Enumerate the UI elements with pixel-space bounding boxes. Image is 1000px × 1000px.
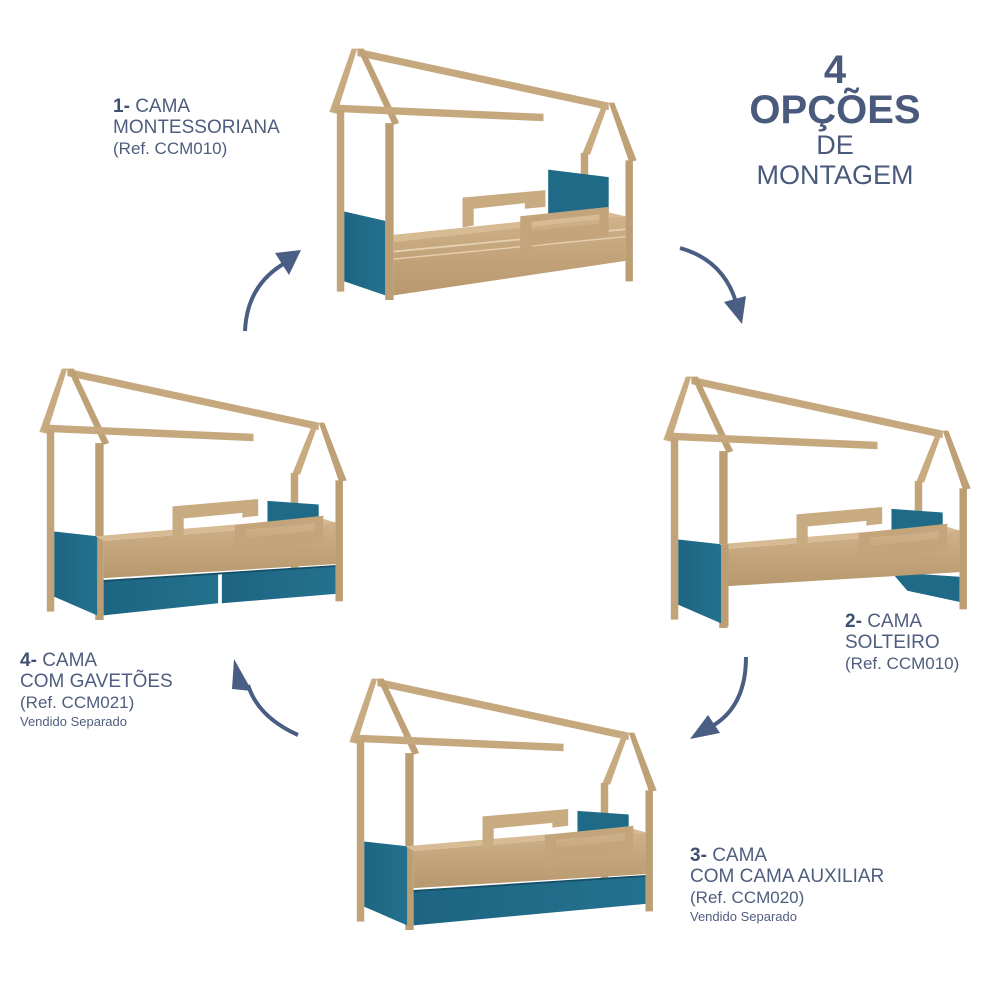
- title-de: DE: [816, 130, 854, 160]
- option-4-name-line2: COM GAVETÕES: [20, 671, 173, 693]
- title-number: 4: [823, 48, 847, 92]
- bed-gavetoes-image: [39, 368, 347, 620]
- option-2-name-line1: CAMA: [867, 611, 923, 632]
- option-1-label: 1- CAMA MONTESSORIANA (Ref. CCM010): [113, 96, 280, 158]
- arrow-2-to-3-icon: [690, 656, 748, 739]
- option-4-name-line1: CAMA: [42, 650, 98, 671]
- option-1-ref: (Ref. CCM010): [113, 138, 228, 158]
- page-title: 4 OPÇÕES DE MONTAGEM: [730, 50, 940, 190]
- option-3-ref: (Ref. CCM020): [690, 887, 805, 907]
- title-opcoes: OPÇÕES: [749, 88, 921, 132]
- option-3-name-line2: COM CAMA AUXILIAR: [690, 866, 885, 888]
- option-2-ref: (Ref. CCM010): [845, 653, 960, 673]
- arrow-1-to-2-icon: [679, 246, 746, 324]
- option-3-name-line1: CAMA: [712, 845, 768, 866]
- option-1-name-line2: MONTESSORIANA: [113, 117, 280, 139]
- option-4-number: 4-: [20, 650, 37, 671]
- option-3-number: 3-: [690, 845, 707, 866]
- option-2-name-line2: SOLTEIRO: [845, 632, 940, 654]
- option-1-name-line1: CAMA: [135, 96, 191, 117]
- option-3-note: Vendido Separado: [690, 908, 797, 924]
- arrow-3-to-4-icon: [232, 659, 299, 737]
- option-4-note: Vendido Separado: [20, 713, 127, 729]
- option-2-label: 2- CAMA SOLTEIRO (Ref. CCM010): [845, 611, 959, 673]
- bed-solteiro-image: [663, 376, 971, 628]
- option-4-ref: (Ref. CCM021): [20, 692, 135, 712]
- bed-cama-auxiliar-image: [349, 678, 657, 930]
- title-montagem: MONTAGEM: [756, 160, 914, 191]
- option-1-number: 1-: [113, 96, 130, 117]
- option-2-number: 2-: [845, 611, 862, 632]
- option-4-label: 4- CAMA COM GAVETÕES (Ref. CCM021) Vendi…: [20, 650, 173, 729]
- bed-montessoriana-image: [329, 48, 637, 300]
- arrow-4-to-1-icon: [243, 250, 301, 332]
- option-3-label: 3- CAMA COM CAMA AUXILIAR (Ref. CCM020) …: [690, 845, 884, 924]
